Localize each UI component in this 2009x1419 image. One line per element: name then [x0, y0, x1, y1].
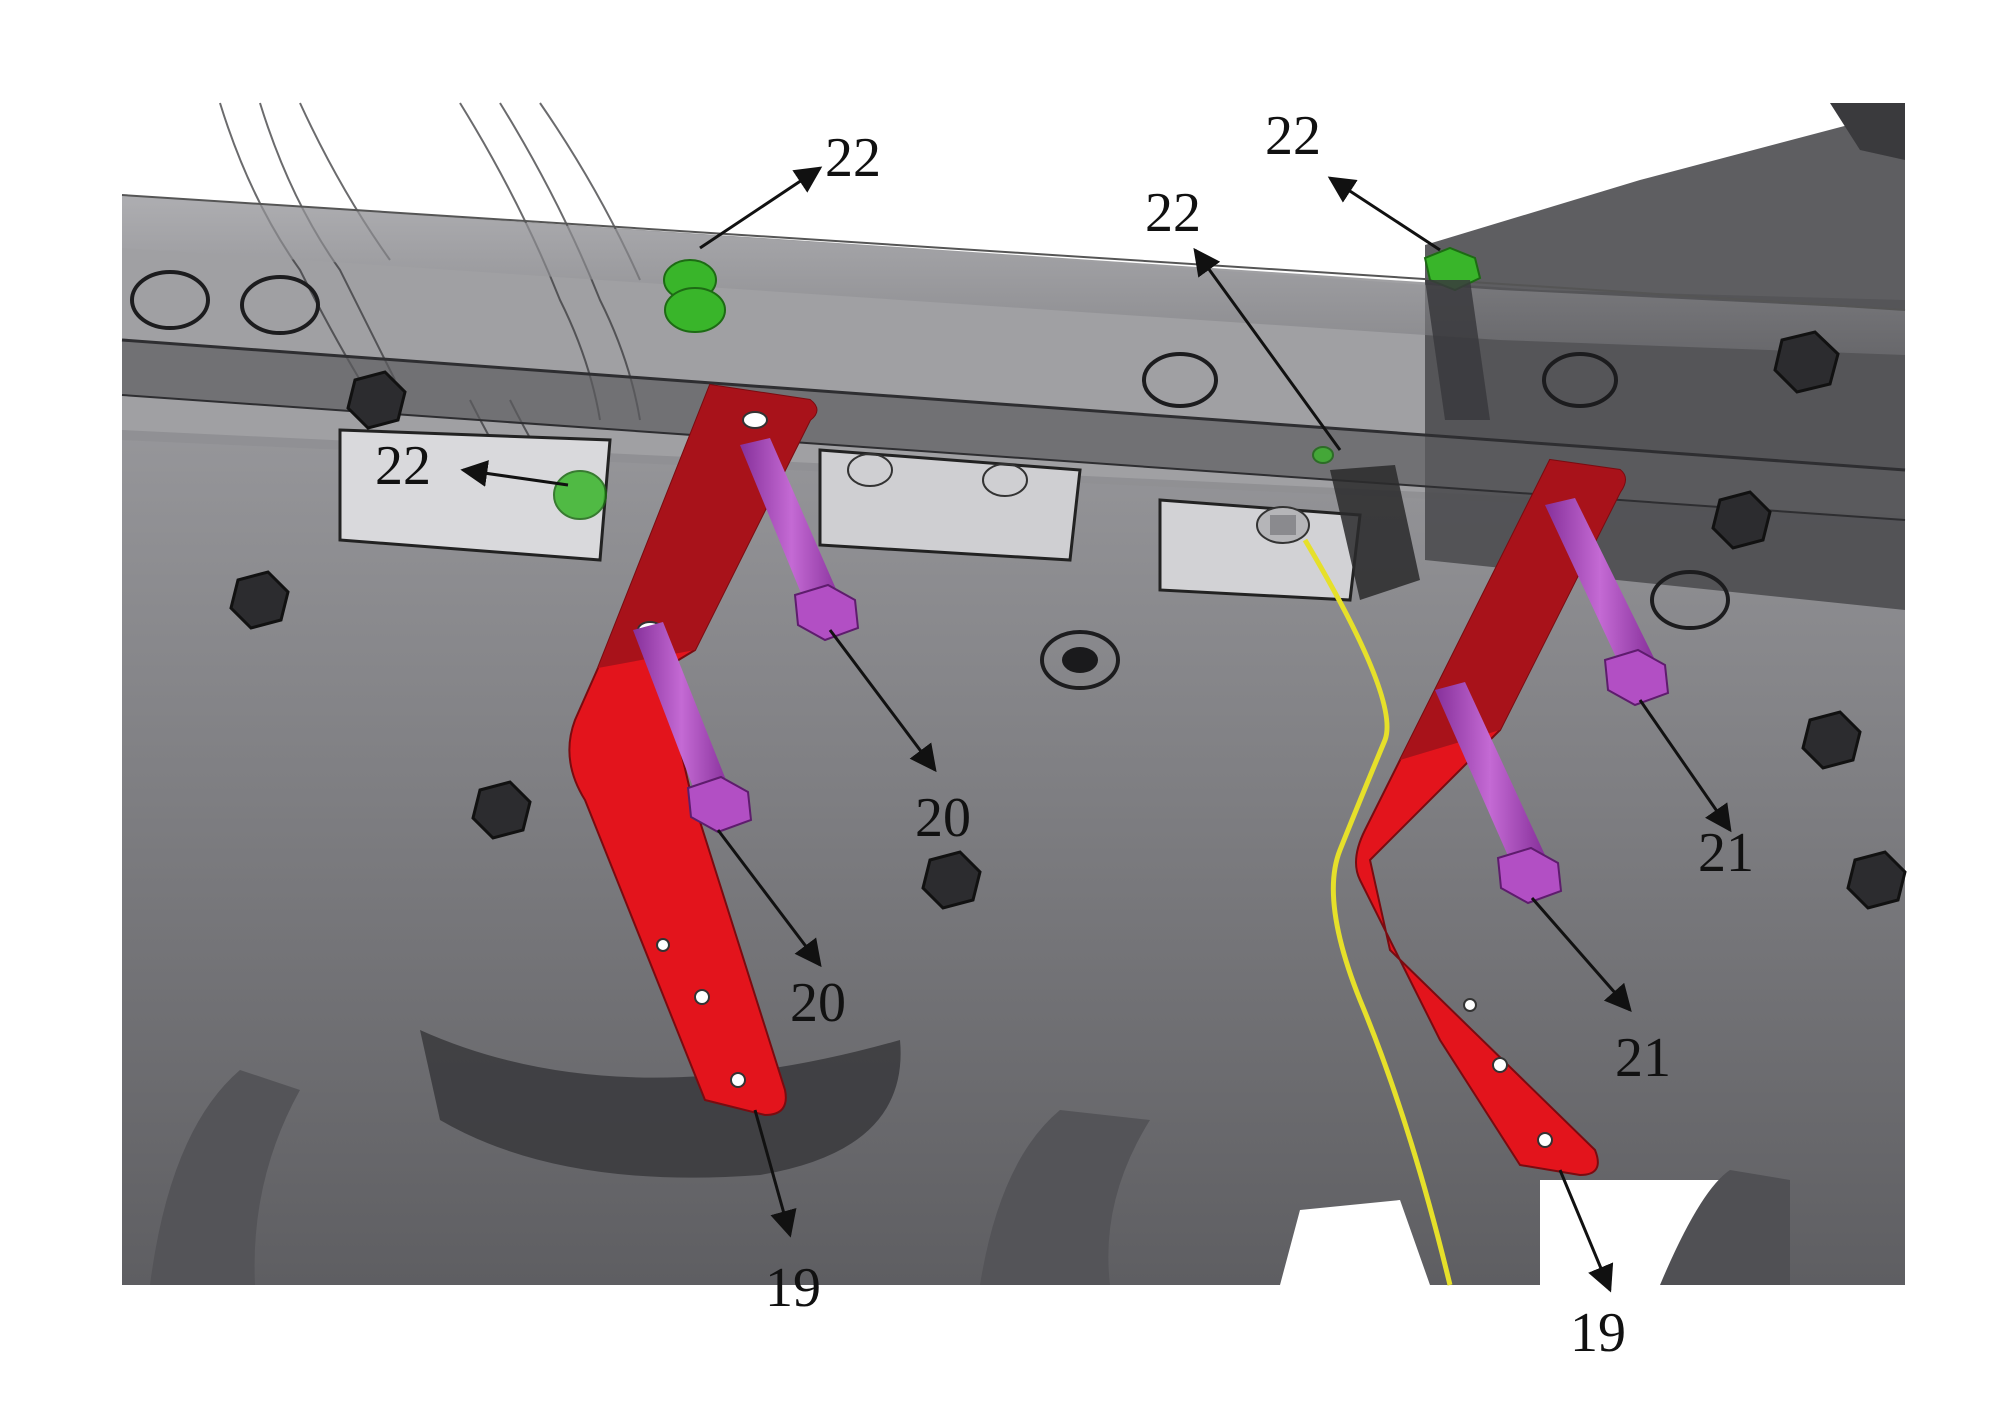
callout-22-top-left: 22 — [825, 127, 881, 189]
leader-19b — [1558, 1169, 1614, 1293]
callout-22-left: 22 — [375, 435, 431, 497]
callout-20-lower: 20 — [790, 972, 846, 1034]
leader-20a — [828, 629, 937, 773]
purple-bolts — [633, 438, 1670, 905]
yellow-wire — [1302, 538, 1453, 1286]
callout-19-left: 19 — [765, 1257, 821, 1319]
hex-nuts — [130, 270, 1907, 910]
callout-21-lower: 21 — [1615, 1027, 1671, 1089]
green-nuts — [553, 246, 1482, 520]
callout-19-right: 19 — [1570, 1302, 1626, 1364]
leader-21b — [1530, 897, 1632, 1013]
leader-22c — [1193, 247, 1342, 451]
leader-21a — [1638, 699, 1732, 833]
leader-22b — [460, 460, 569, 487]
leader-22a — [699, 166, 823, 250]
leader-arrows — [460, 166, 1732, 1293]
callout-20-upper: 20 — [915, 787, 971, 849]
housing-openings — [338, 428, 1362, 602]
sensor-cylinder — [1330, 280, 1490, 600]
callout-22-center: 22 — [1145, 182, 1201, 244]
leader-19a — [753, 1109, 797, 1238]
callout-22-top-right: 22 — [1265, 105, 1321, 167]
leader-20b — [716, 829, 822, 968]
callout-21-upper: 21 — [1698, 822, 1754, 884]
leader-22d — [1327, 176, 1441, 252]
